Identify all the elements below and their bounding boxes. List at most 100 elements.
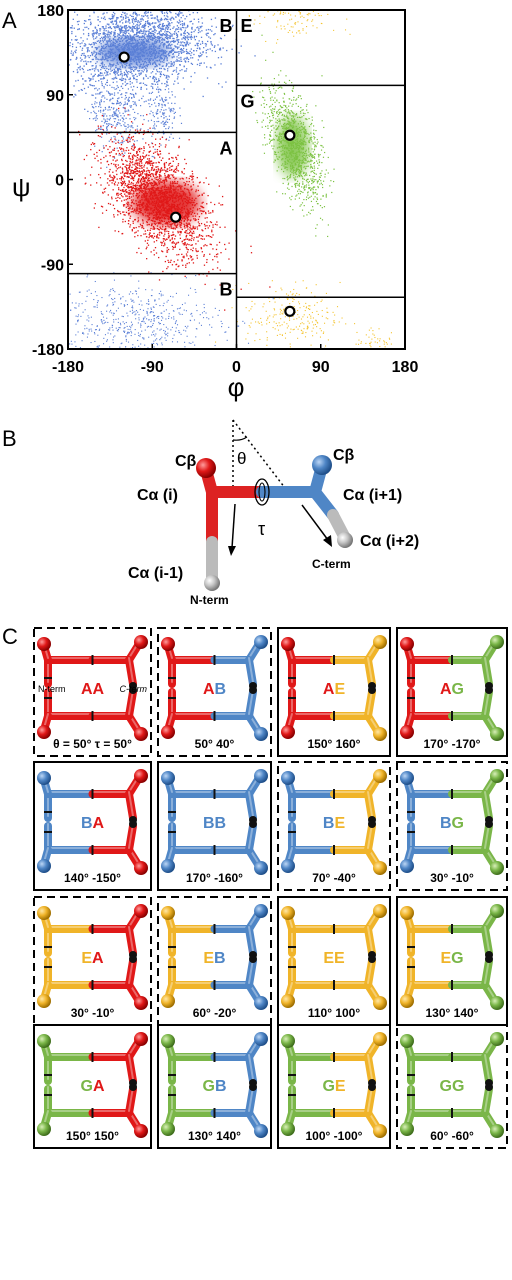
scatter-point	[129, 71, 131, 73]
scatter-point	[124, 101, 126, 103]
scatter-point	[106, 84, 108, 87]
scatter-point	[159, 99, 161, 101]
scatter-point	[134, 68, 136, 71]
scatter-point	[158, 78, 160, 80]
scatter-point	[148, 36, 150, 38]
scatter-point	[85, 44, 87, 46]
scatter-point	[137, 212, 139, 215]
scatter-point	[140, 82, 142, 84]
scatter-point	[124, 182, 127, 185]
scatter-point	[113, 34, 115, 36]
scatter-point	[210, 212, 212, 214]
scatter-point	[199, 210, 201, 212]
scatter-point	[133, 60, 136, 63]
scatter-point	[89, 18, 91, 21]
scatter-point	[150, 14, 152, 16]
scatter-point	[164, 215, 166, 217]
scatter-point	[124, 37, 126, 40]
scatter-point	[184, 57, 186, 59]
scatter-point	[171, 156, 173, 159]
scatter-point	[155, 138, 157, 140]
scatter-point	[200, 234, 202, 237]
scatter-point	[146, 57, 149, 60]
scatter-point	[128, 135, 130, 137]
scatter-point	[214, 17, 217, 19]
scatter-point	[151, 23, 153, 25]
scatter-point	[152, 173, 154, 175]
scatter-point	[97, 93, 99, 95]
scatter-point	[117, 63, 119, 65]
scatter-point	[119, 212, 122, 215]
scatter-point	[158, 256, 160, 259]
scatter-point	[109, 123, 111, 125]
scatter-point	[131, 63, 133, 65]
scatter-point	[178, 72, 180, 75]
scatter-point	[177, 189, 179, 191]
scatter-point	[106, 129, 108, 131]
scatter-point	[178, 208, 180, 210]
scatter-point	[183, 181, 185, 184]
scatter-point	[141, 15, 143, 17]
scatter-point	[172, 199, 174, 202]
scatter-point	[130, 186, 132, 189]
scatter-point	[118, 327, 120, 329]
scatter-point	[196, 203, 198, 205]
scatter-point	[106, 41, 108, 43]
scatter-point	[76, 57, 78, 59]
scatter-point	[207, 32, 209, 34]
scatter-point	[165, 200, 167, 202]
scatter-point	[114, 136, 116, 138]
scatter-point	[163, 186, 166, 188]
scatter-point	[118, 49, 120, 51]
scatter-point	[202, 51, 204, 54]
scatter-point	[182, 178, 184, 180]
scatter-point	[152, 197, 154, 200]
scatter-point	[174, 204, 176, 207]
scatter-point	[95, 119, 97, 122]
scatter-point	[132, 190, 134, 192]
scatter-point	[211, 231, 213, 233]
scatter-point	[172, 65, 175, 67]
scatter-point	[185, 205, 188, 207]
scatter-point	[153, 222, 155, 224]
scatter-point	[106, 90, 108, 92]
scatter-point	[116, 85, 118, 87]
scatter-point	[92, 32, 94, 35]
scatter-point	[140, 87, 142, 89]
scatter-point	[169, 177, 171, 180]
scatter-point	[198, 194, 201, 197]
scatter-point	[119, 104, 121, 106]
scatter-point	[108, 123, 110, 125]
scatter-point	[162, 112, 165, 114]
scatter-point	[224, 248, 227, 250]
scatter-point	[100, 106, 102, 108]
scatter-point	[152, 39, 154, 41]
scatter-point	[92, 118, 94, 120]
scatter-point	[103, 31, 105, 33]
scatter-point	[179, 237, 182, 240]
scatter-point	[177, 26, 180, 29]
scatter-point	[152, 237, 155, 239]
scatter-point	[170, 194, 172, 197]
scatter-point	[115, 160, 117, 162]
scatter-point	[136, 167, 138, 169]
scatter-point	[156, 189, 158, 191]
scatter-point	[130, 58, 133, 60]
scatter-point	[117, 45, 119, 47]
scatter-point	[153, 25, 155, 27]
scatter-point	[106, 33, 108, 35]
scatter-point	[160, 50, 162, 52]
scatter-point	[156, 210, 159, 212]
scatter-point	[131, 166, 133, 169]
scatter-point	[136, 189, 139, 191]
scatter-point	[151, 201, 153, 203]
scatter-point	[146, 88, 148, 90]
scatter-point	[124, 35, 126, 37]
scatter-point	[177, 154, 179, 157]
scatter-point	[84, 43, 86, 45]
scatter-point	[167, 259, 169, 262]
scatter-point	[213, 203, 216, 206]
scatter-point	[165, 99, 168, 101]
scatter-point	[149, 150, 152, 152]
scatter-point	[104, 69, 107, 72]
